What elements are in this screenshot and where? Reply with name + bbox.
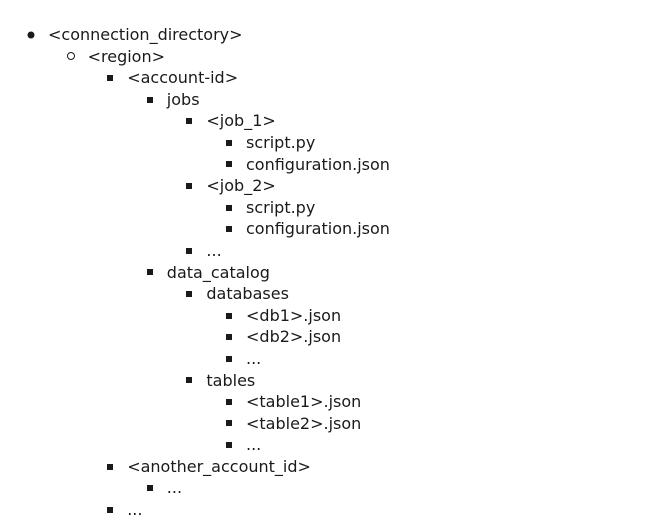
tree-item: <connection_directory>: [0, 24, 660, 46]
bullet-square-icon: [226, 355, 232, 362]
tree-item: configuration.json: [0, 218, 660, 240]
bullet-square-icon: [146, 269, 153, 276]
tree-item-label: <region>: [87, 46, 166, 66]
tree-item: databases: [0, 283, 660, 305]
tree-item: <job_2>: [0, 175, 660, 197]
tree-item-label: script.py: [246, 197, 316, 217]
tree-item-label: <job_2>: [206, 176, 276, 196]
bullet-disc-icon: [27, 31, 35, 39]
tree-item-label: <job_1>: [206, 111, 276, 131]
tree-item-label: <table2>.json: [246, 413, 362, 433]
tree-item: <table1>.json: [0, 391, 660, 413]
tree-item: configuration.json: [0, 154, 660, 176]
bullet-square-icon: [186, 247, 193, 254]
tree-item: jobs: [0, 89, 660, 111]
tree-item: ...: [0, 477, 660, 499]
tree-item: <job_1>: [0, 110, 660, 132]
bullet-square-icon: [107, 74, 114, 81]
tree-item: <region>: [0, 46, 660, 68]
tree-item-label: tables: [206, 370, 256, 390]
tree-item-label: databases: [206, 284, 289, 304]
bullet-square-icon: [226, 442, 232, 449]
bullet-square-icon: [226, 334, 232, 341]
tree-item: data_catalog: [0, 262, 660, 284]
tree-item: <table2>.json: [0, 413, 660, 435]
tree-item-label: ...: [246, 348, 262, 368]
tree-item-label: ...: [246, 435, 262, 455]
bullet-square-icon: [186, 290, 193, 297]
bullet-square-icon: [226, 226, 232, 233]
bullet-square-icon: [226, 312, 232, 319]
tree-item-label: script.py: [246, 132, 316, 152]
tree-item: ...: [0, 434, 660, 456]
tree-item: ...: [0, 499, 660, 521]
bullet-square-icon: [146, 485, 153, 492]
bullet-square-icon: [107, 463, 114, 470]
tree-item: <db2>.json: [0, 326, 660, 348]
bullet-square-icon: [226, 420, 232, 427]
tree-item-label: <db1>.json: [246, 305, 342, 325]
bullet-square-icon: [226, 398, 232, 405]
tree-item: <another_account_id>: [0, 456, 660, 478]
tree-item-label: data_catalog: [166, 262, 270, 282]
tree-item-label: <db2>.json: [246, 327, 342, 347]
bullet-square-icon: [226, 204, 232, 211]
bullet-square-icon: [226, 139, 232, 146]
tree-item-label: <account-id>: [127, 68, 239, 88]
tree-item-label: ...: [127, 500, 143, 520]
tree-item-label: jobs: [166, 89, 200, 109]
bullet-square-icon: [186, 182, 193, 189]
tree-item-label: <connection_directory>: [48, 25, 243, 44]
tree-item: script.py: [0, 132, 660, 154]
tree-item: ...: [0, 240, 660, 262]
tree-item: tables: [0, 370, 660, 392]
bullet-circle-icon: [66, 52, 75, 61]
bullet-square-icon: [186, 118, 193, 125]
bullet-square-icon: [186, 377, 193, 384]
tree-item: <db1>.json: [0, 305, 660, 327]
directory-tree: <connection_directory> <region><account-i…: [0, 24, 660, 521]
tree-item-label: ...: [206, 240, 222, 260]
bullet-square-icon: [226, 161, 232, 168]
tree-item-label: ...: [166, 478, 183, 498]
bullet-square-icon: [146, 96, 153, 103]
tree-item-label: configuration.json: [246, 219, 390, 239]
tree-item-label: configuration.json: [246, 154, 390, 174]
tree-item: script.py: [0, 197, 660, 219]
tree-item: <account-id>: [0, 67, 660, 89]
bullet-square-icon: [107, 506, 114, 513]
tree-item-label: <another_account_id>: [127, 456, 311, 476]
tree-item: ...: [0, 348, 660, 370]
tree-item-label: <table1>.json: [246, 392, 362, 412]
